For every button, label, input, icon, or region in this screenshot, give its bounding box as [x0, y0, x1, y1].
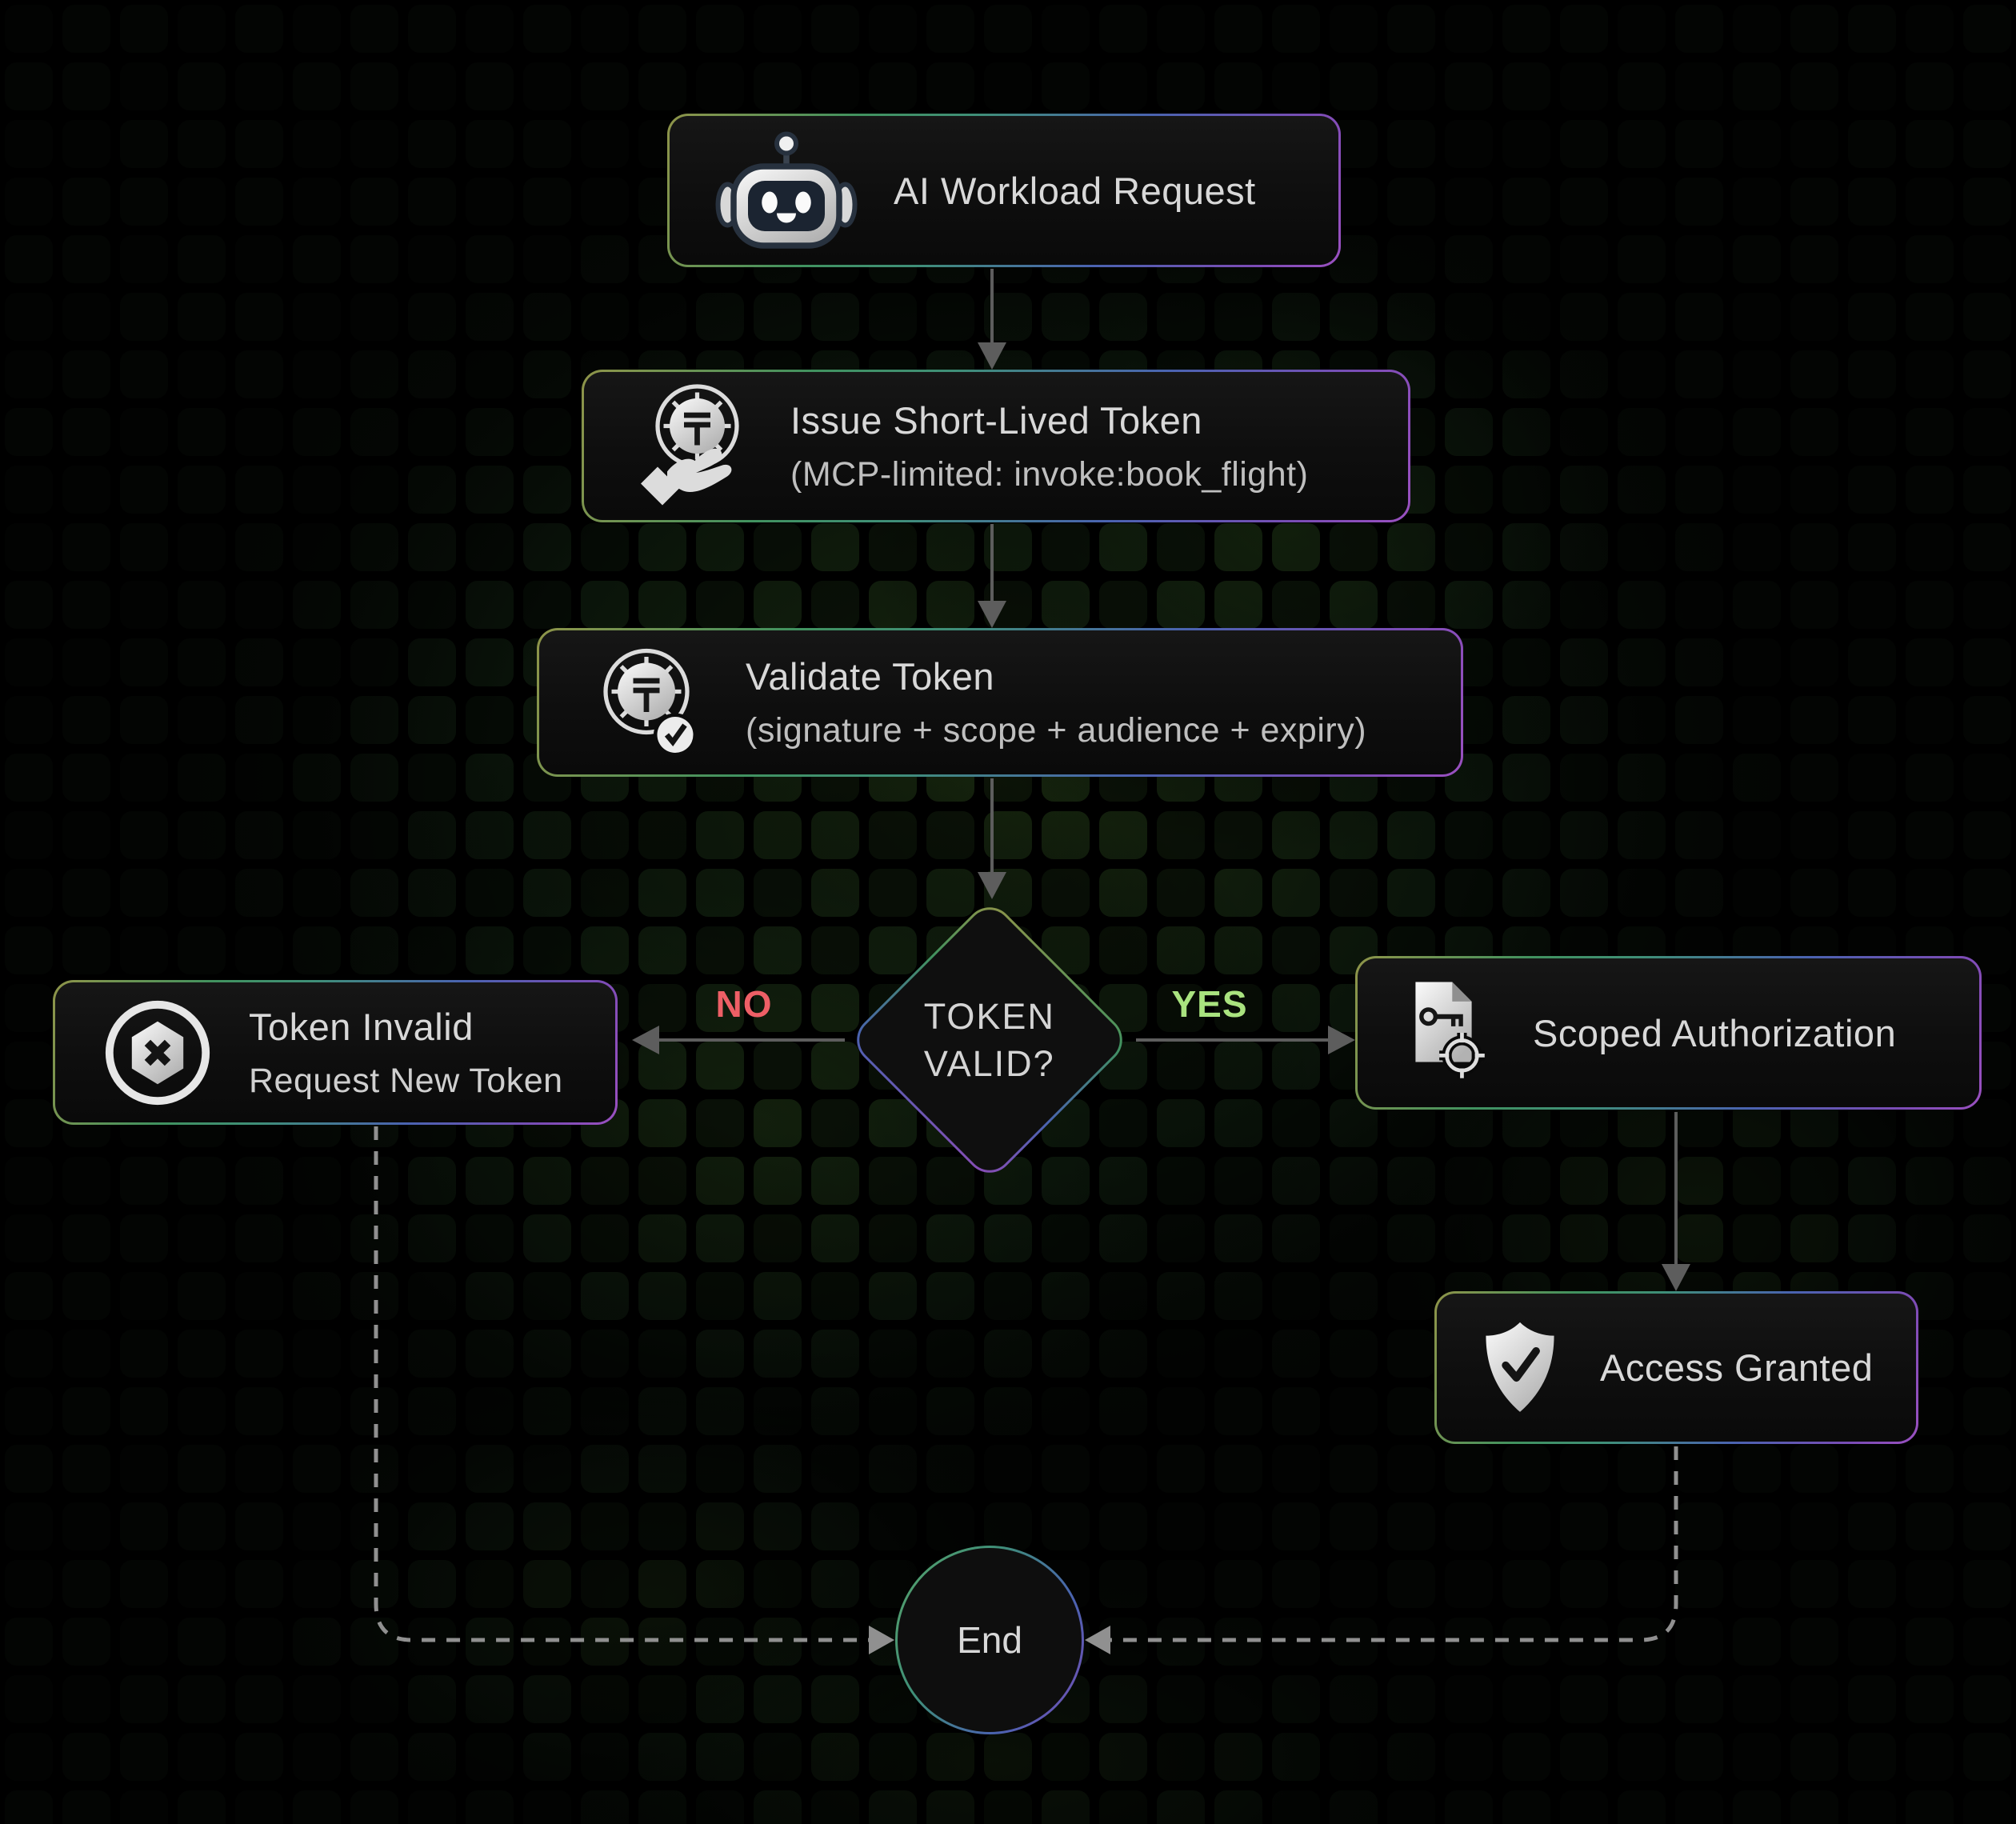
node-validate-token: Validate Token (signature + scope + audi… [537, 628, 1463, 777]
edge-label-yes: YES [1171, 983, 1248, 1025]
token-check-icon [589, 638, 709, 766]
node-label: Scoped Authorization [1533, 1011, 1897, 1054]
node-label: AI Workload Request [894, 169, 1256, 212]
edge-invalid-to-end [374, 1126, 869, 1642]
node-sublabel: (MCP-limited: invoke:book_flight) [790, 454, 1309, 494]
arrowhead-dashed [869, 1626, 894, 1654]
node-end: End [895, 1546, 1084, 1734]
node-label: Token Invalid [249, 1005, 474, 1048]
edge-access-to-end [1110, 1446, 1678, 1642]
decision-token-valid: TOKEN VALID? [846, 897, 1133, 1183]
node-label: Validate Token [746, 655, 994, 698]
node-scoped-authorization: Scoped Authorization [1355, 956, 1982, 1110]
arrowhead [978, 601, 1006, 628]
arrowhead [1662, 1264, 1690, 1291]
node-label: Access Granted [1600, 1346, 1874, 1389]
arrowhead [978, 872, 1006, 899]
document-key-target-icon [1390, 973, 1498, 1093]
robot-icon [714, 123, 858, 258]
x-badge-icon [102, 993, 214, 1113]
arrowhead [978, 342, 1006, 370]
node-sublabel: Request New Token [249, 1061, 563, 1100]
node-token-invalid: Token Invalid Request New Token [53, 980, 618, 1125]
node-sublabel: (signature + scope + audience + expiry) [746, 711, 1367, 750]
decision-line2: VALID? [924, 1043, 1055, 1084]
shield-check-icon [1475, 1315, 1565, 1421]
edge-label-no: NO [715, 983, 773, 1025]
end-label: End [898, 1548, 1082, 1732]
node-issue-short-lived-token: Issue Short-Lived Token (MCP-limited: in… [582, 370, 1410, 522]
arrowhead-dashed [1085, 1626, 1110, 1654]
node-ai-workload-request: AI Workload Request [667, 114, 1341, 267]
node-label: Issue Short-Lived Token [790, 398, 1202, 442]
node-access-granted: Access Granted [1434, 1291, 1918, 1444]
token-hand-icon [634, 382, 754, 510]
arrowhead-yes [1328, 1026, 1355, 1054]
decision-line1: TOKEN [923, 995, 1056, 1037]
arrowhead-no [632, 1026, 659, 1054]
